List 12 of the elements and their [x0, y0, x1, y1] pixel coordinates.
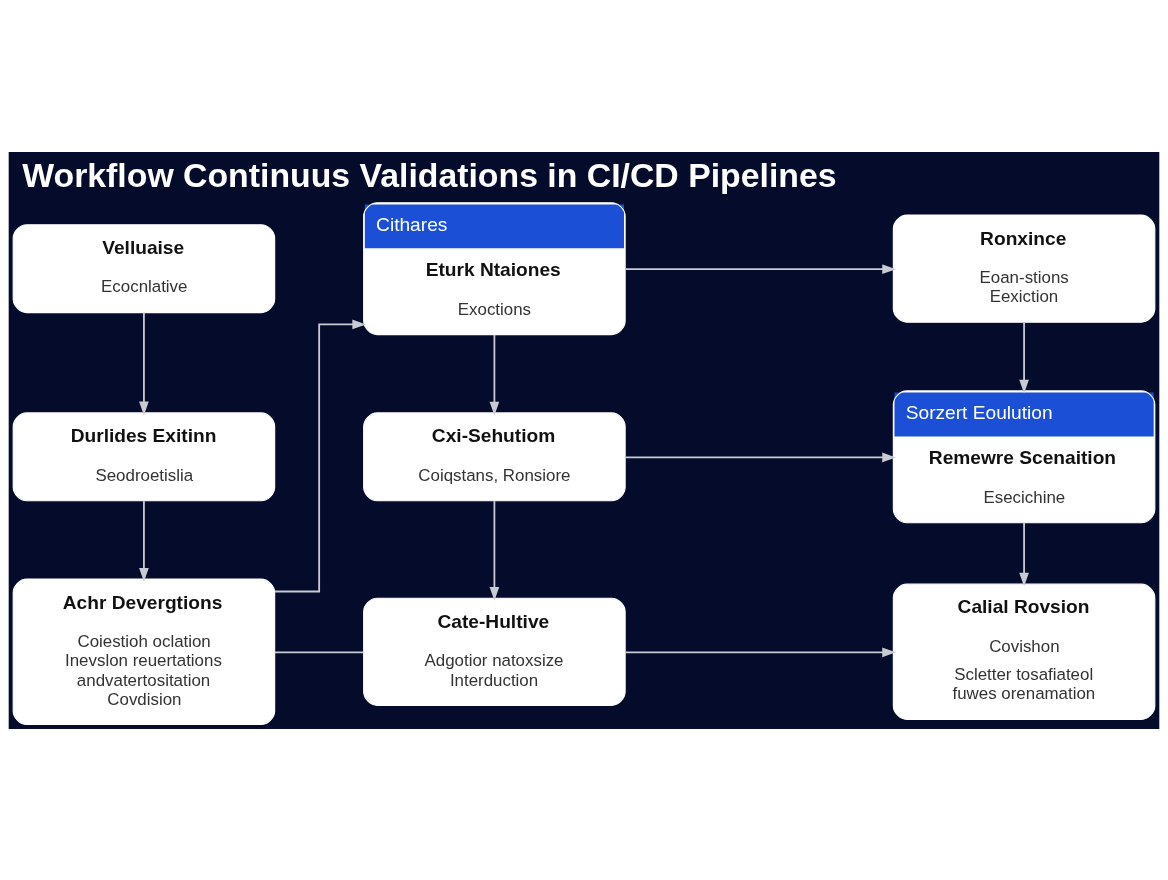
arrow — [139, 499, 149, 582]
arrow — [489, 499, 500, 601]
diagram-title: Workflow Continuus Validations in CI/CD Pipelines — [22, 155, 837, 194]
arrow — [1019, 521, 1029, 587]
connector — [274, 650, 365, 653]
arrow — [624, 452, 896, 462]
arrow — [274, 319, 367, 592]
arrow — [489, 333, 500, 416]
arrow — [139, 311, 149, 415]
arrow — [1019, 321, 1029, 394]
arrow — [624, 263, 896, 274]
arrow — [624, 647, 896, 657]
